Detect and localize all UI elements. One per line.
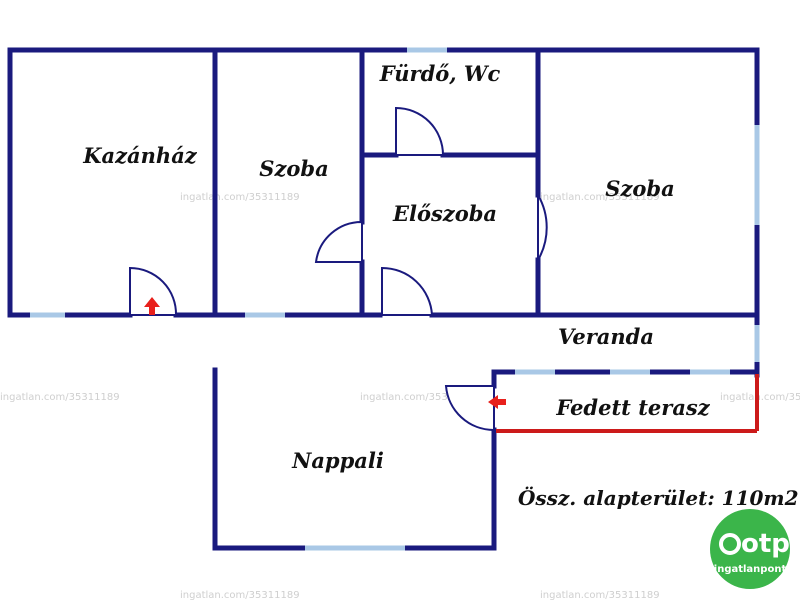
terrace-outline: [496, 374, 759, 433]
label-eloszoba: Előszoba: [392, 201, 497, 226]
door-kazanhaz: [129, 266, 178, 316]
watermark-text: ingatlan.com/35311189: [180, 590, 300, 600]
door-szoba-right: [537, 191, 548, 264]
label-veranda: Veranda: [558, 324, 654, 349]
otp-logo-brand: otp: [741, 529, 790, 559]
watermark-text: ingatlan.com/35311189: [540, 590, 660, 600]
label-kazanhaz: Kazánház: [82, 143, 198, 168]
room-labels: Kazánház Szoba Fürdő, Wc Előszoba Szoba …: [82, 61, 710, 473]
label-szoba-left: Szoba: [259, 156, 328, 181]
door-furdo: [395, 106, 445, 156]
label-nappali: Nappali: [291, 448, 384, 473]
doors: [129, 106, 548, 432]
door-terasz: [444, 385, 495, 432]
otp-logo-sub: ingatlanpont: [714, 564, 787, 575]
otp-logo: otp ingatlanpont: [710, 509, 790, 589]
entrance-arrows: [144, 297, 506, 409]
label-fedett-terasz: Fedett terasz: [555, 395, 710, 420]
otp-logo-circle: [710, 509, 790, 589]
otp-logo-mark-icon: [719, 533, 741, 555]
watermark-text: ingatlan.com/35311189: [0, 392, 120, 403]
label-szoba-right: Szoba: [605, 176, 674, 201]
watermark-text: ingatlan.com/35311189: [360, 392, 480, 403]
total-area-label: Össz. alapterület: 110m2: [518, 485, 799, 510]
entrance-arrow-up-icon: [144, 297, 160, 315]
watermark-text: ingatlan.com/35311189: [720, 392, 800, 403]
watermark-text: ingatlan.com/35311189: [540, 192, 660, 203]
entrance-arrow-left-icon: [488, 395, 506, 409]
watermark-text: ingatlan.com/35311189: [180, 192, 300, 203]
walls: [7, 47, 760, 551]
watermarks: ingatlan.com/35311189 ingatlan.com/35311…: [0, 192, 800, 600]
label-furdo: Fürdő, Wc: [379, 61, 501, 86]
windows: [30, 47, 760, 551]
door-eloszoba: [381, 266, 434, 316]
door-szoba-left: [314, 220, 363, 263]
